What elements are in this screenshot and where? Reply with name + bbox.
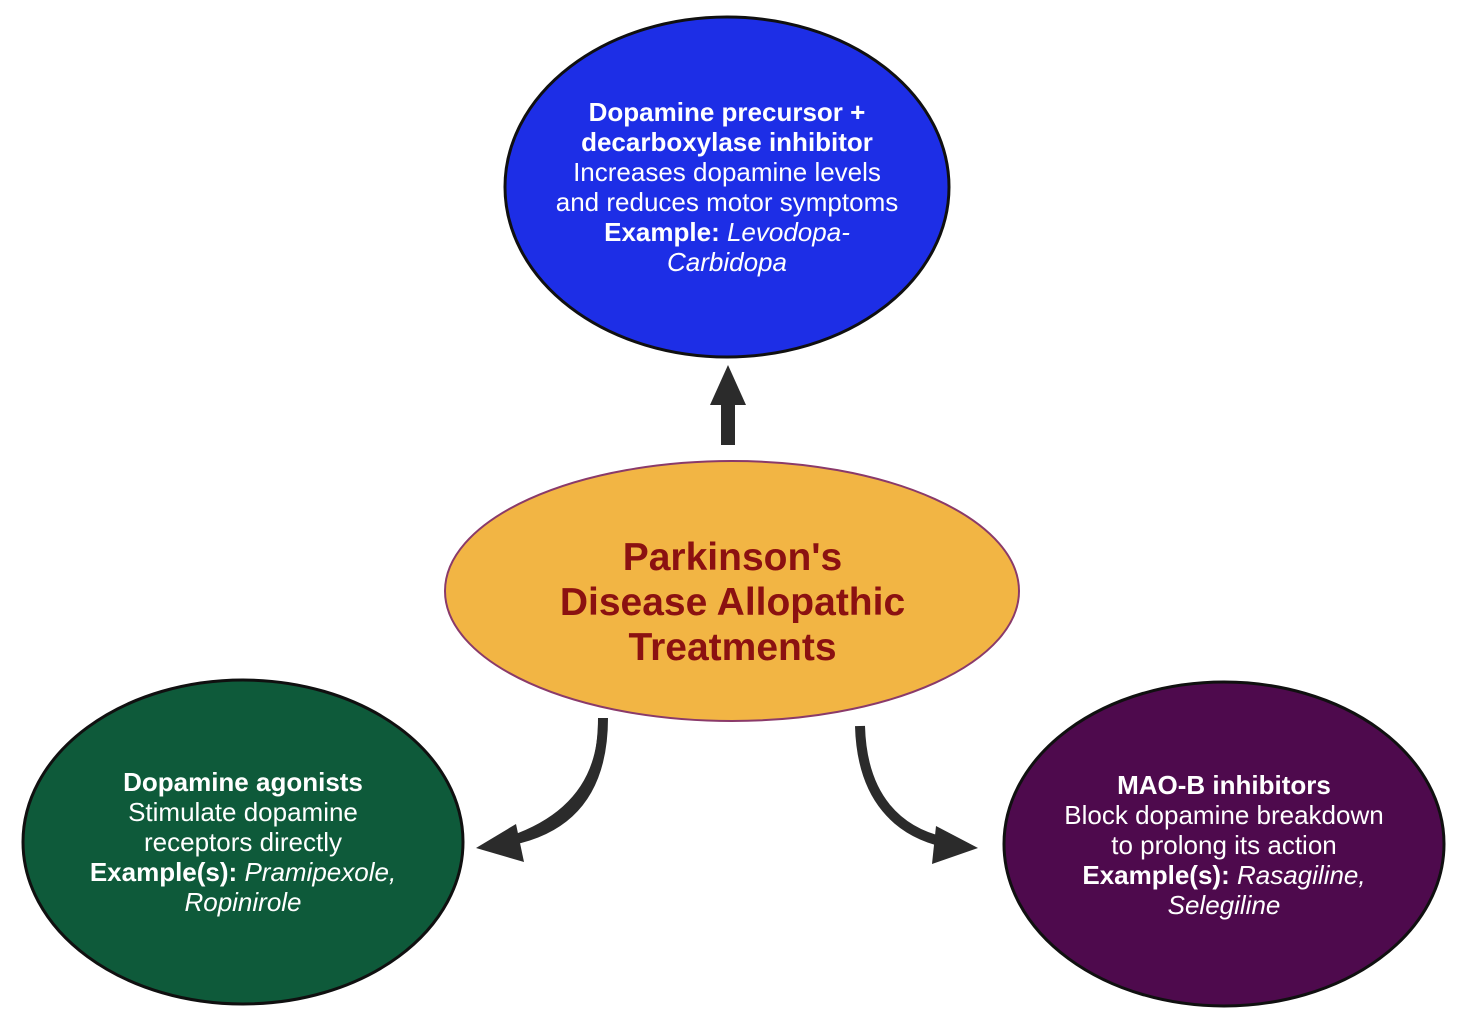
left-example-value-2: Ropinirole	[184, 887, 302, 917]
center-title: Parkinson's Disease Allopathic Treatment…	[455, 512, 1010, 692]
left-node-ellipse	[21, 678, 465, 1006]
right-example-line: Example(s): Rasagiline,	[1082, 860, 1365, 890]
top-example-label: Example:	[604, 217, 720, 247]
right-heading-line-1: MAO-B inhibitors	[1117, 770, 1331, 800]
top-node-text: Dopamine precursor + decarboxylase inhib…	[517, 92, 937, 282]
left-example-line: Example(s): Pramipexole,	[90, 857, 396, 887]
center-title-line-1: Parkinson's	[622, 535, 843, 579]
top-heading-line-2: decarboxylase inhibitor	[581, 127, 873, 157]
arrow-to-right	[855, 725, 978, 864]
left-description-line-1: Stimulate dopamine	[128, 797, 358, 827]
top-heading-line-1: Dopamine precursor +	[588, 97, 866, 127]
right-example-value-1: Rasagiline,	[1236, 860, 1366, 890]
top-example-value-1: Levodopa-	[726, 217, 850, 247]
top-example-value-2: Carbidopa	[667, 247, 787, 277]
arrow-to-top	[710, 365, 746, 445]
center-title-line-3: Treatments	[628, 625, 837, 669]
right-node-text: MAO-B inhibitors Block dopamine breakdow…	[1024, 765, 1424, 925]
arrow-to-left	[476, 717, 608, 862]
left-example-value-1: Pramipexole,	[244, 857, 397, 887]
left-node-text: Dopamine agonists Stimulate dopamine rec…	[53, 762, 433, 922]
top-example-line: Example: Levodopa-	[604, 217, 850, 247]
left-example-label: Example(s):	[89, 857, 238, 887]
center-node-ellipse	[444, 460, 1020, 722]
top-description-line-1: Increases dopamine levels	[573, 157, 881, 187]
left-description-line-2: receptors directly	[144, 827, 342, 857]
top-node-ellipse	[503, 15, 951, 359]
center-title-line-2: Disease Allopathic	[559, 580, 906, 624]
right-example-value-2: Selegiline	[1167, 890, 1281, 920]
top-description-line-2: and reduces motor symptoms	[555, 187, 899, 217]
right-node-ellipse	[1002, 680, 1446, 1008]
right-example-label: Example(s):	[1082, 860, 1230, 890]
right-description-line-1: Block dopamine breakdown	[1064, 800, 1384, 830]
right-description-line-2: to prolong its action	[1111, 830, 1337, 860]
left-heading-line-1: Dopamine agonists	[123, 767, 363, 797]
